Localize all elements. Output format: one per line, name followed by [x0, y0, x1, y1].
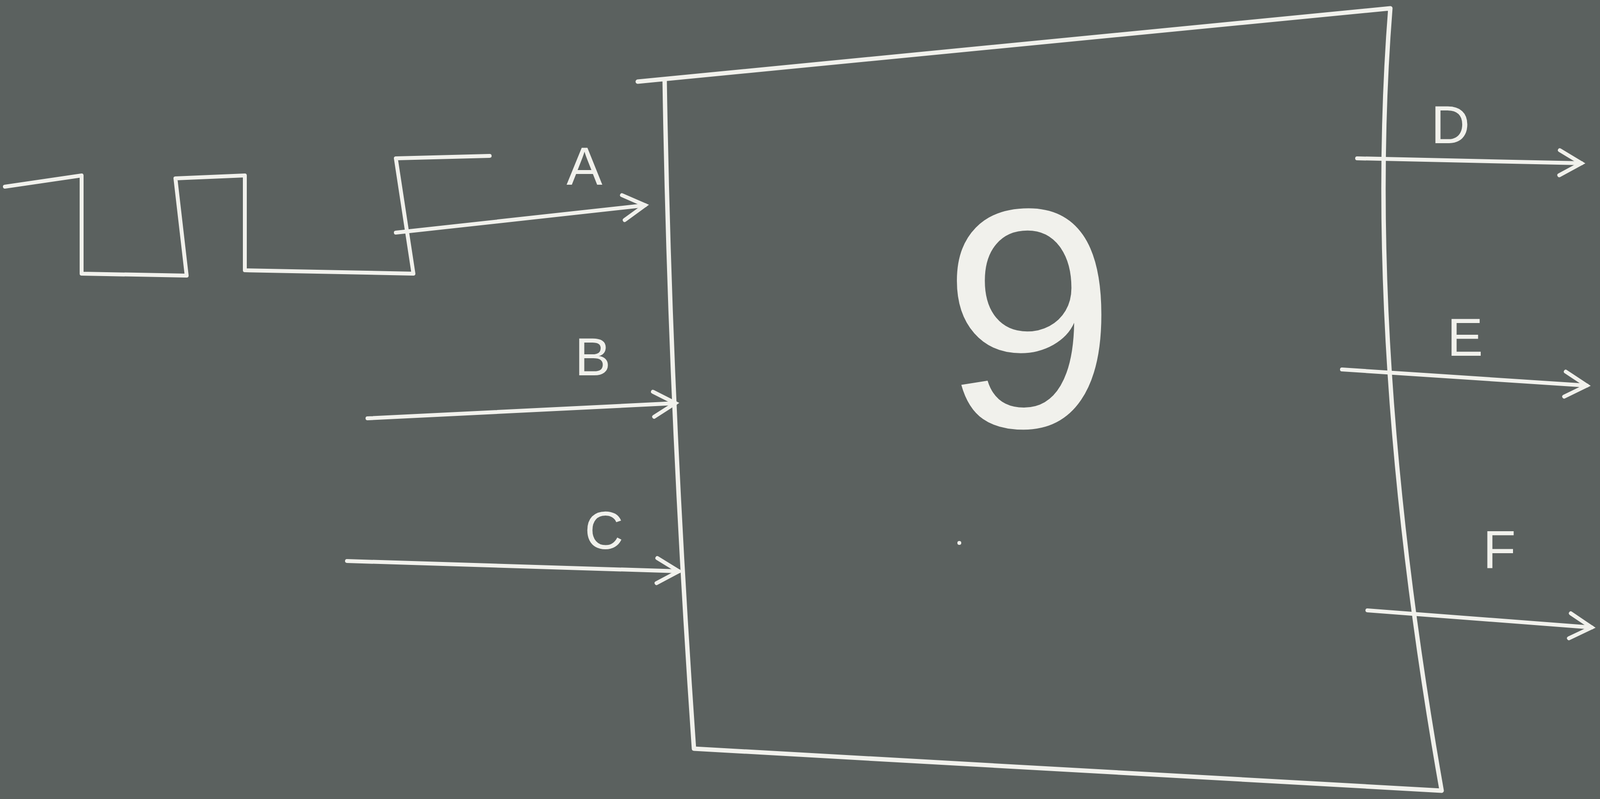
- signal-name: A: [566, 139, 603, 194]
- signal-name: D: [1430, 97, 1470, 152]
- signal-name: F: [1482, 522, 1516, 577]
- input-wire: [346, 561, 679, 572]
- square-wave: [4, 155, 490, 276]
- signal-name: B: [574, 329, 611, 384]
- output-wire: [1341, 369, 1587, 386]
- logic-block: 9: [635, 5, 1442, 793]
- signal-name: E: [1447, 310, 1483, 365]
- signal-name: C: [584, 503, 624, 558]
- output-wire: [1367, 610, 1592, 628]
- block-border: [637, 8, 1442, 791]
- chalk-dot: [957, 540, 962, 545]
- input-wire: [395, 205, 646, 233]
- block-digit: 9: [942, 162, 1117, 476]
- input-wire: [367, 403, 676, 419]
- output-wire: [1357, 158, 1582, 164]
